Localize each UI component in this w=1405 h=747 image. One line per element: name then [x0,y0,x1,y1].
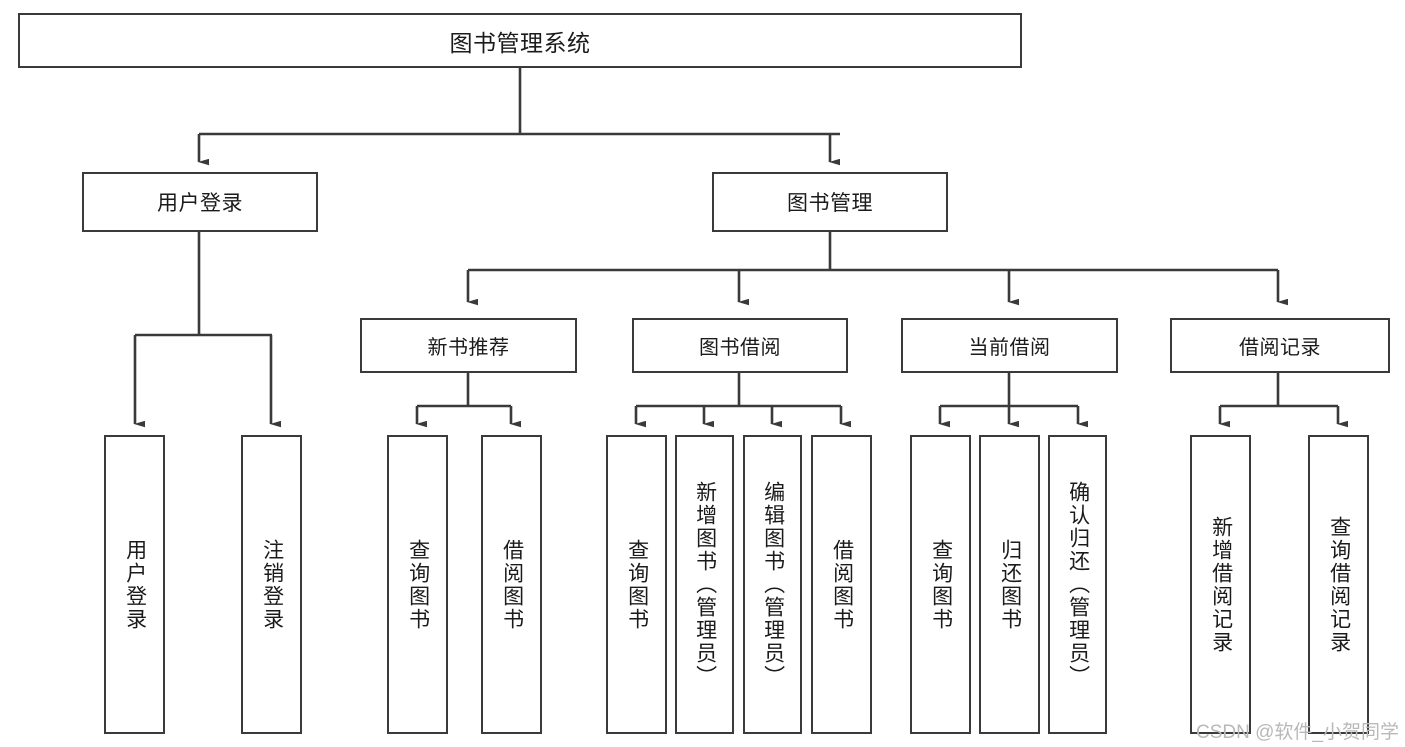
leaf-user-login-label: 用户登录 [123,538,147,631]
node-book-manage-label: 图书管理 [787,192,873,215]
leaf-query-book-3[interactable]: 查询图书 [910,435,971,734]
node-current-borrow[interactable]: 当前借阅 [901,318,1118,373]
leaf-confirm-return[interactable]: 确认归还（管理员） [1048,435,1107,734]
leaf-return-book-label: 归还图书 [998,538,1022,631]
node-book-borrow-label: 图书借阅 [699,337,781,359]
leaf-add-record[interactable]: 新增借阅记录 [1190,435,1251,734]
leaf-add-book-label: 新增图书（管理员） [693,481,717,688]
leaf-user-login[interactable]: 用户登录 [104,435,165,734]
leaf-borrow-book-1-label: 借阅图书 [500,538,524,631]
node-book-borrow[interactable]: 图书借阅 [632,318,848,373]
leaf-borrow-book-2-label: 借阅图书 [830,538,854,631]
leaf-query-book-2[interactable]: 查询图书 [606,435,667,734]
leaf-query-record[interactable]: 查询借阅记录 [1308,435,1369,734]
node-new-book-recommend[interactable]: 新书推荐 [360,318,577,373]
leaf-query-book-3-label: 查询图书 [929,538,953,631]
watermark: CSDN @软件_小贺同学 [1196,722,1399,743]
leaf-return-book[interactable]: 归还图书 [979,435,1040,734]
leaf-query-book-1-label: 查询图书 [406,538,430,631]
node-borrow-record[interactable]: 借阅记录 [1170,318,1390,373]
node-new-book-recommend-label: 新书推荐 [427,337,510,359]
leaf-add-book[interactable]: 新增图书（管理员） [675,435,734,734]
leaf-add-record-label: 新增借阅记录 [1209,515,1233,654]
node-user-login-label: 用户登录 [157,192,243,215]
node-root-label: 图书管理系统 [449,29,591,56]
node-current-borrow-label: 当前借阅 [968,337,1051,359]
node-book-manage[interactable]: 图书管理 [712,172,948,232]
node-borrow-record-label: 借阅记录 [1239,337,1321,359]
leaf-edit-book-label: 编辑图书（管理员） [761,481,785,688]
leaf-query-record-label: 查询借阅记录 [1327,515,1351,654]
leaf-borrow-book-2[interactable]: 借阅图书 [811,435,872,734]
leaf-logout-label: 注销登录 [260,538,284,631]
node-root[interactable]: 图书管理系统 [18,13,1022,68]
leaf-query-book-2-label: 查询图书 [625,538,649,631]
leaf-borrow-book-1[interactable]: 借阅图书 [481,435,542,734]
leaf-edit-book[interactable]: 编辑图书（管理员） [743,435,802,734]
leaf-confirm-return-label: 确认归还（管理员） [1066,481,1090,688]
leaf-logout[interactable]: 注销登录 [241,435,302,734]
node-user-login[interactable]: 用户登录 [82,172,318,232]
leaf-query-book-1[interactable]: 查询图书 [387,435,448,734]
